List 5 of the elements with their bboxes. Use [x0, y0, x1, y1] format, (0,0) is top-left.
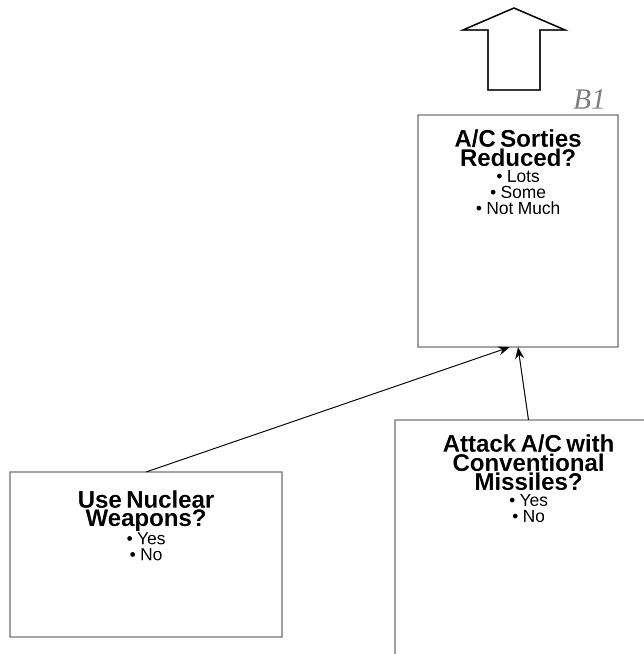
question-box: A/C Sorties Reduced? • Lots • Some • Not Much [417, 114, 619, 348]
box-tag: B1 [573, 89, 603, 109]
question-box: Attack A/C with Conventional Missiles? • Yes • No [394, 419, 644, 654]
block-arrow [459, 7, 569, 91]
question-box: Use Nuclear Weapons? • Yes • No [9, 471, 283, 638]
